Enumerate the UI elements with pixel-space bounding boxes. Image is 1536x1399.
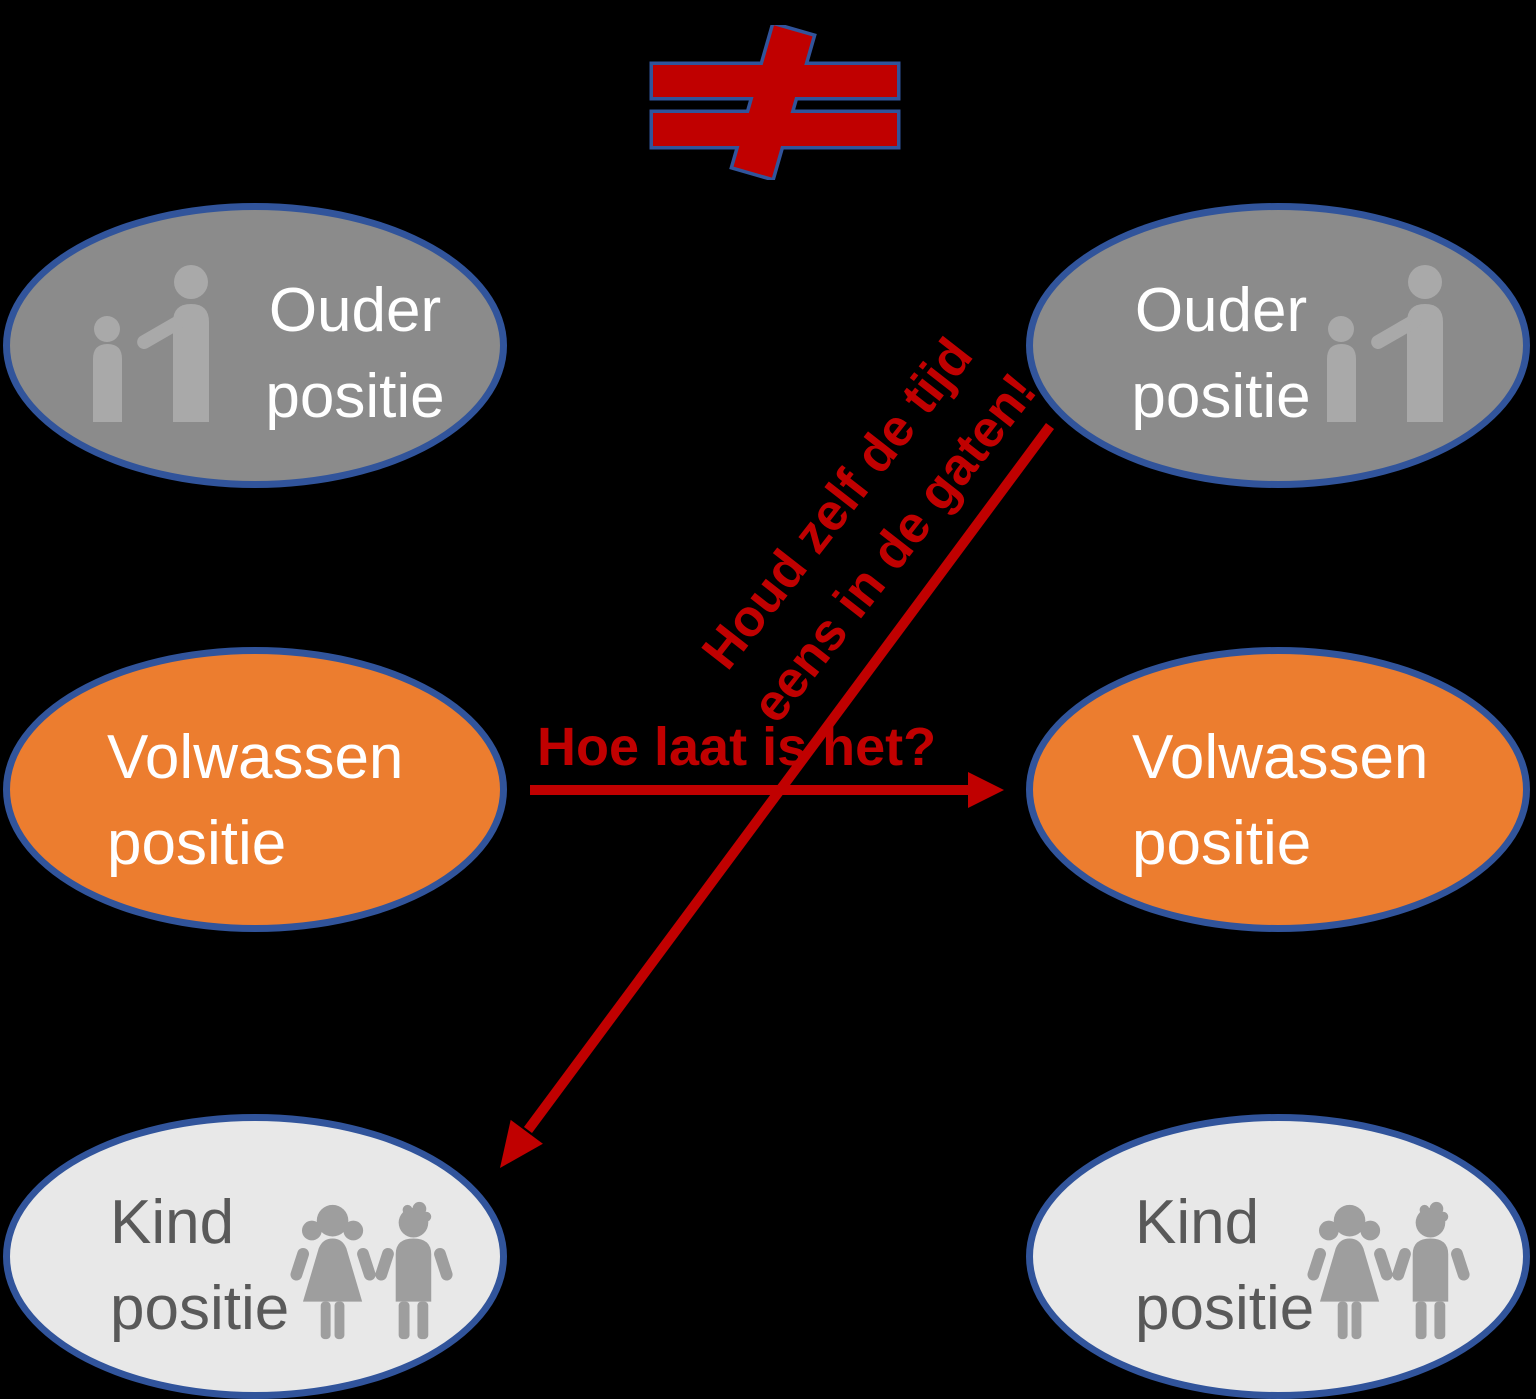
ellipse-kind-positie-right: Kind positie xyxy=(1026,1114,1530,1399)
label-line: Ouder xyxy=(1134,276,1308,345)
not-equal-fill xyxy=(653,25,897,178)
ellipse-label: Volwassen positie xyxy=(1132,715,1428,887)
children-icon xyxy=(290,1201,453,1340)
ellipse-volwassen-positie-left: Volwassen positie xyxy=(3,647,507,932)
arrowhead-right xyxy=(968,772,1004,808)
label-line: positie xyxy=(110,1274,290,1343)
ellipse-ouder-positie-right: Ouder positie xyxy=(1026,203,1530,488)
label-line: Volwassen xyxy=(107,723,404,792)
ellipse-ouder-positie-left: Ouder positie xyxy=(3,203,507,488)
ellipse-volwassen-positie-right: Volwassen positie xyxy=(1026,647,1530,932)
label-line: Volwassen xyxy=(1132,723,1429,792)
parent-child-icon xyxy=(1327,265,1443,422)
horizontal-arrow-label: Hoe laat is het? xyxy=(537,717,937,777)
ellipse-label: Ouder positie xyxy=(210,268,500,440)
ellipse-label: Kind positie xyxy=(1135,1180,1314,1352)
label-line: positie xyxy=(1132,809,1312,878)
ellipse-label: Kind positie xyxy=(110,1180,289,1352)
label-line: Houd zelf de tijd xyxy=(691,327,985,680)
ellipse-label: Volwassen positie xyxy=(107,715,403,887)
label-line: positie xyxy=(107,809,287,878)
ellipse-kind-positie-left: Kind positie xyxy=(3,1114,507,1399)
ellipse-label: Ouder positie xyxy=(1073,268,1369,440)
children-icon xyxy=(1307,1201,1470,1340)
parent-child-icon xyxy=(93,265,209,422)
not-equal-icon xyxy=(649,25,901,180)
label-line: Kind xyxy=(110,1188,235,1257)
label-line: Ouder xyxy=(268,276,442,345)
arrowhead-down-left xyxy=(500,1119,543,1168)
label-line: positie xyxy=(265,362,445,431)
horizontal-arrow xyxy=(530,772,1004,808)
label-line: positie xyxy=(1131,362,1311,431)
label-line: Kind xyxy=(1135,1188,1260,1257)
label-line: positie xyxy=(1135,1274,1315,1343)
